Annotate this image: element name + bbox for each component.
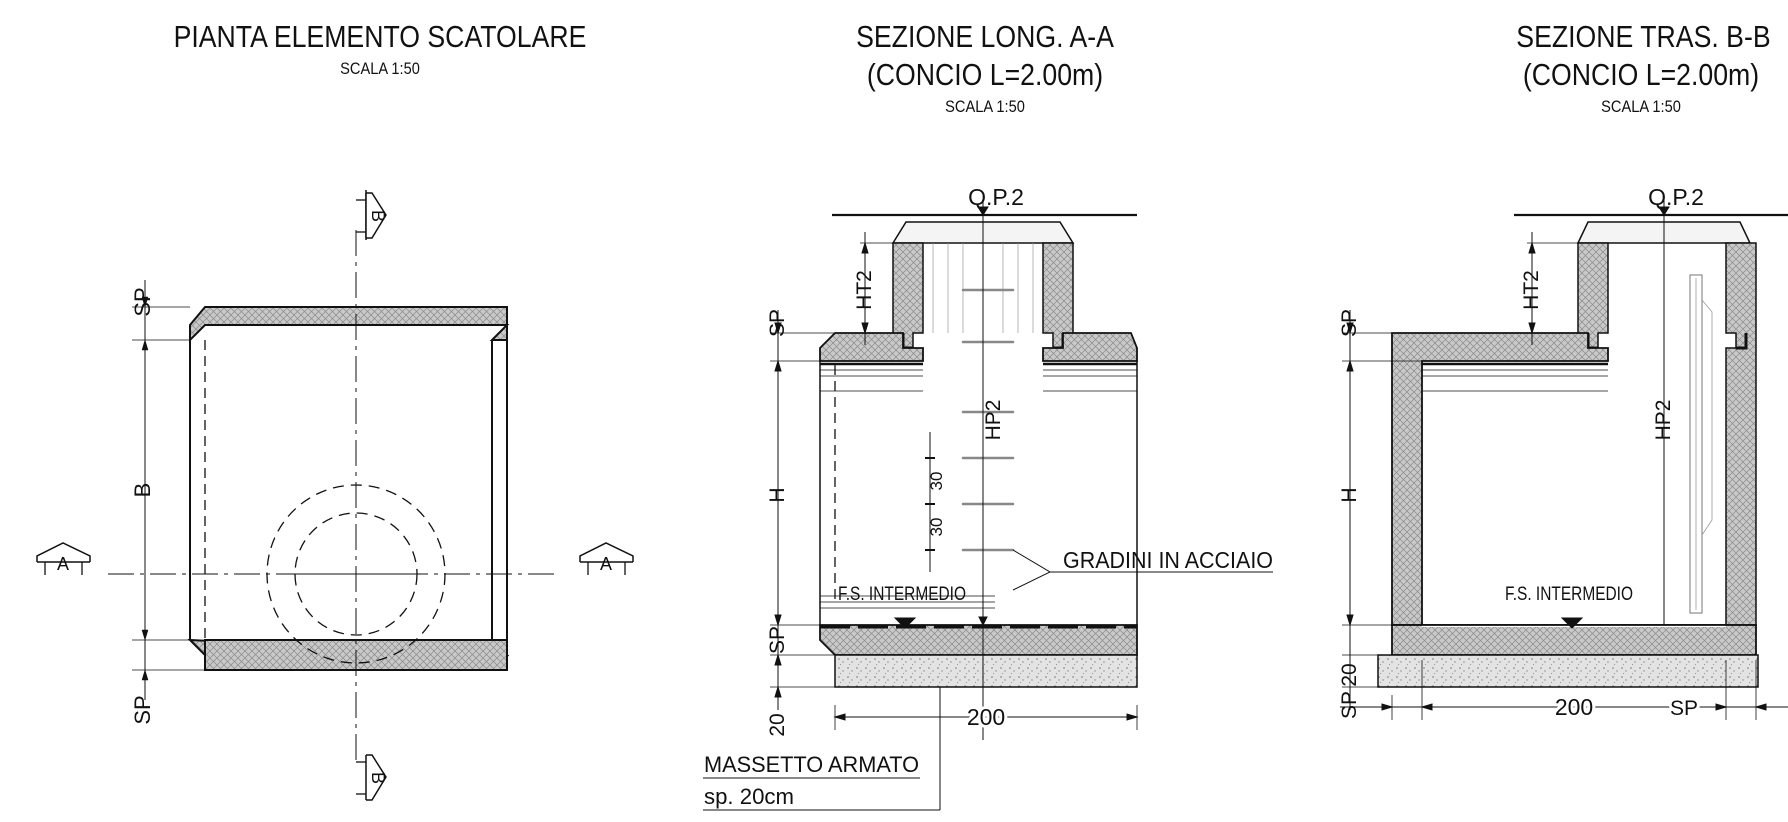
plan-mark-b-bottom: B <box>368 772 388 784</box>
long-qp-label: Q.P.2 <box>968 184 1024 210</box>
long-section-title: SEZIONE LONG. A-A <box>856 19 1114 54</box>
cross-dim-sp-bottom: SP <box>1338 691 1361 719</box>
long-dim-hp2: HP2 <box>982 400 1005 441</box>
cross-dim-base: 20 <box>1338 663 1361 686</box>
cross-dim-sp-top: SP <box>1338 309 1361 337</box>
section-mark-b-top <box>356 190 387 240</box>
plan-mark-a-right: A <box>600 554 612 574</box>
plan-dim-b: B <box>130 483 155 498</box>
cross-section-title: SEZIONE TRAS. B-B <box>1516 19 1771 54</box>
massetto-label: MASSETTO ARMATO <box>704 752 919 777</box>
long-dim-ht2: HT2 <box>853 270 876 310</box>
long-dim-sp-top: SP <box>766 309 789 337</box>
ladder-rungs <box>961 288 1015 552</box>
plan-mark-b-top: B <box>368 210 388 222</box>
section-mark-a-right <box>579 542 634 575</box>
massetto-armato <box>834 654 1138 688</box>
long-dim-width: 200 <box>967 704 1005 730</box>
plan-view <box>36 190 634 801</box>
long-dim-base: 20 <box>766 713 789 736</box>
cross-fs-label: F.S. INTERMEDIO <box>1505 584 1633 605</box>
cross-section-view <box>1340 200 1788 720</box>
section-mark-a-left <box>36 542 91 575</box>
plan-mark-a-left: A <box>57 554 69 574</box>
cross-qp-label: Q.P.2 <box>1648 184 1704 210</box>
cross-dim-h: H <box>1338 487 1361 502</box>
long-dim-h: H <box>766 487 789 502</box>
long-section-subtitle: (CONCIO L=2.00m) <box>866 57 1104 92</box>
long-dim-sp-bottom: SP <box>766 626 789 654</box>
plan-title: PIANTA ELEMENTO SCATOLARE <box>173 19 587 54</box>
cross-section-subtitle: (CONCIO L=2.00m) <box>1522 57 1760 92</box>
plan-top-wall <box>189 306 510 343</box>
long-dim-step-a: 30 <box>927 472 946 491</box>
long-fs-label: F.S. INTERMEDIO <box>838 584 966 605</box>
long-section-scale: SCALA 1:50 <box>945 97 1025 116</box>
cross-dim-width: 200 <box>1555 694 1593 720</box>
long-section-view <box>703 200 1273 811</box>
gradini-label: GRADINI IN ACCIAIO <box>1063 547 1273 573</box>
section-mark-b-bottom <box>356 754 387 801</box>
cross-dim-sp-right: SP <box>1670 697 1698 720</box>
plan-scale: SCALA 1:50 <box>340 59 420 78</box>
massetto-thickness: sp. 20cm <box>704 784 794 809</box>
plan-dim-sp-bottom: SP <box>130 695 155 724</box>
cross-dim-ht2: HT2 <box>1520 270 1543 310</box>
cross-section-scale: SCALA 1:50 <box>1601 97 1681 116</box>
plan-dim-sp-top: SP <box>130 287 155 316</box>
long-dim-step-b: 30 <box>927 518 946 537</box>
cross-dim-hp2: HP2 <box>1652 400 1675 441</box>
